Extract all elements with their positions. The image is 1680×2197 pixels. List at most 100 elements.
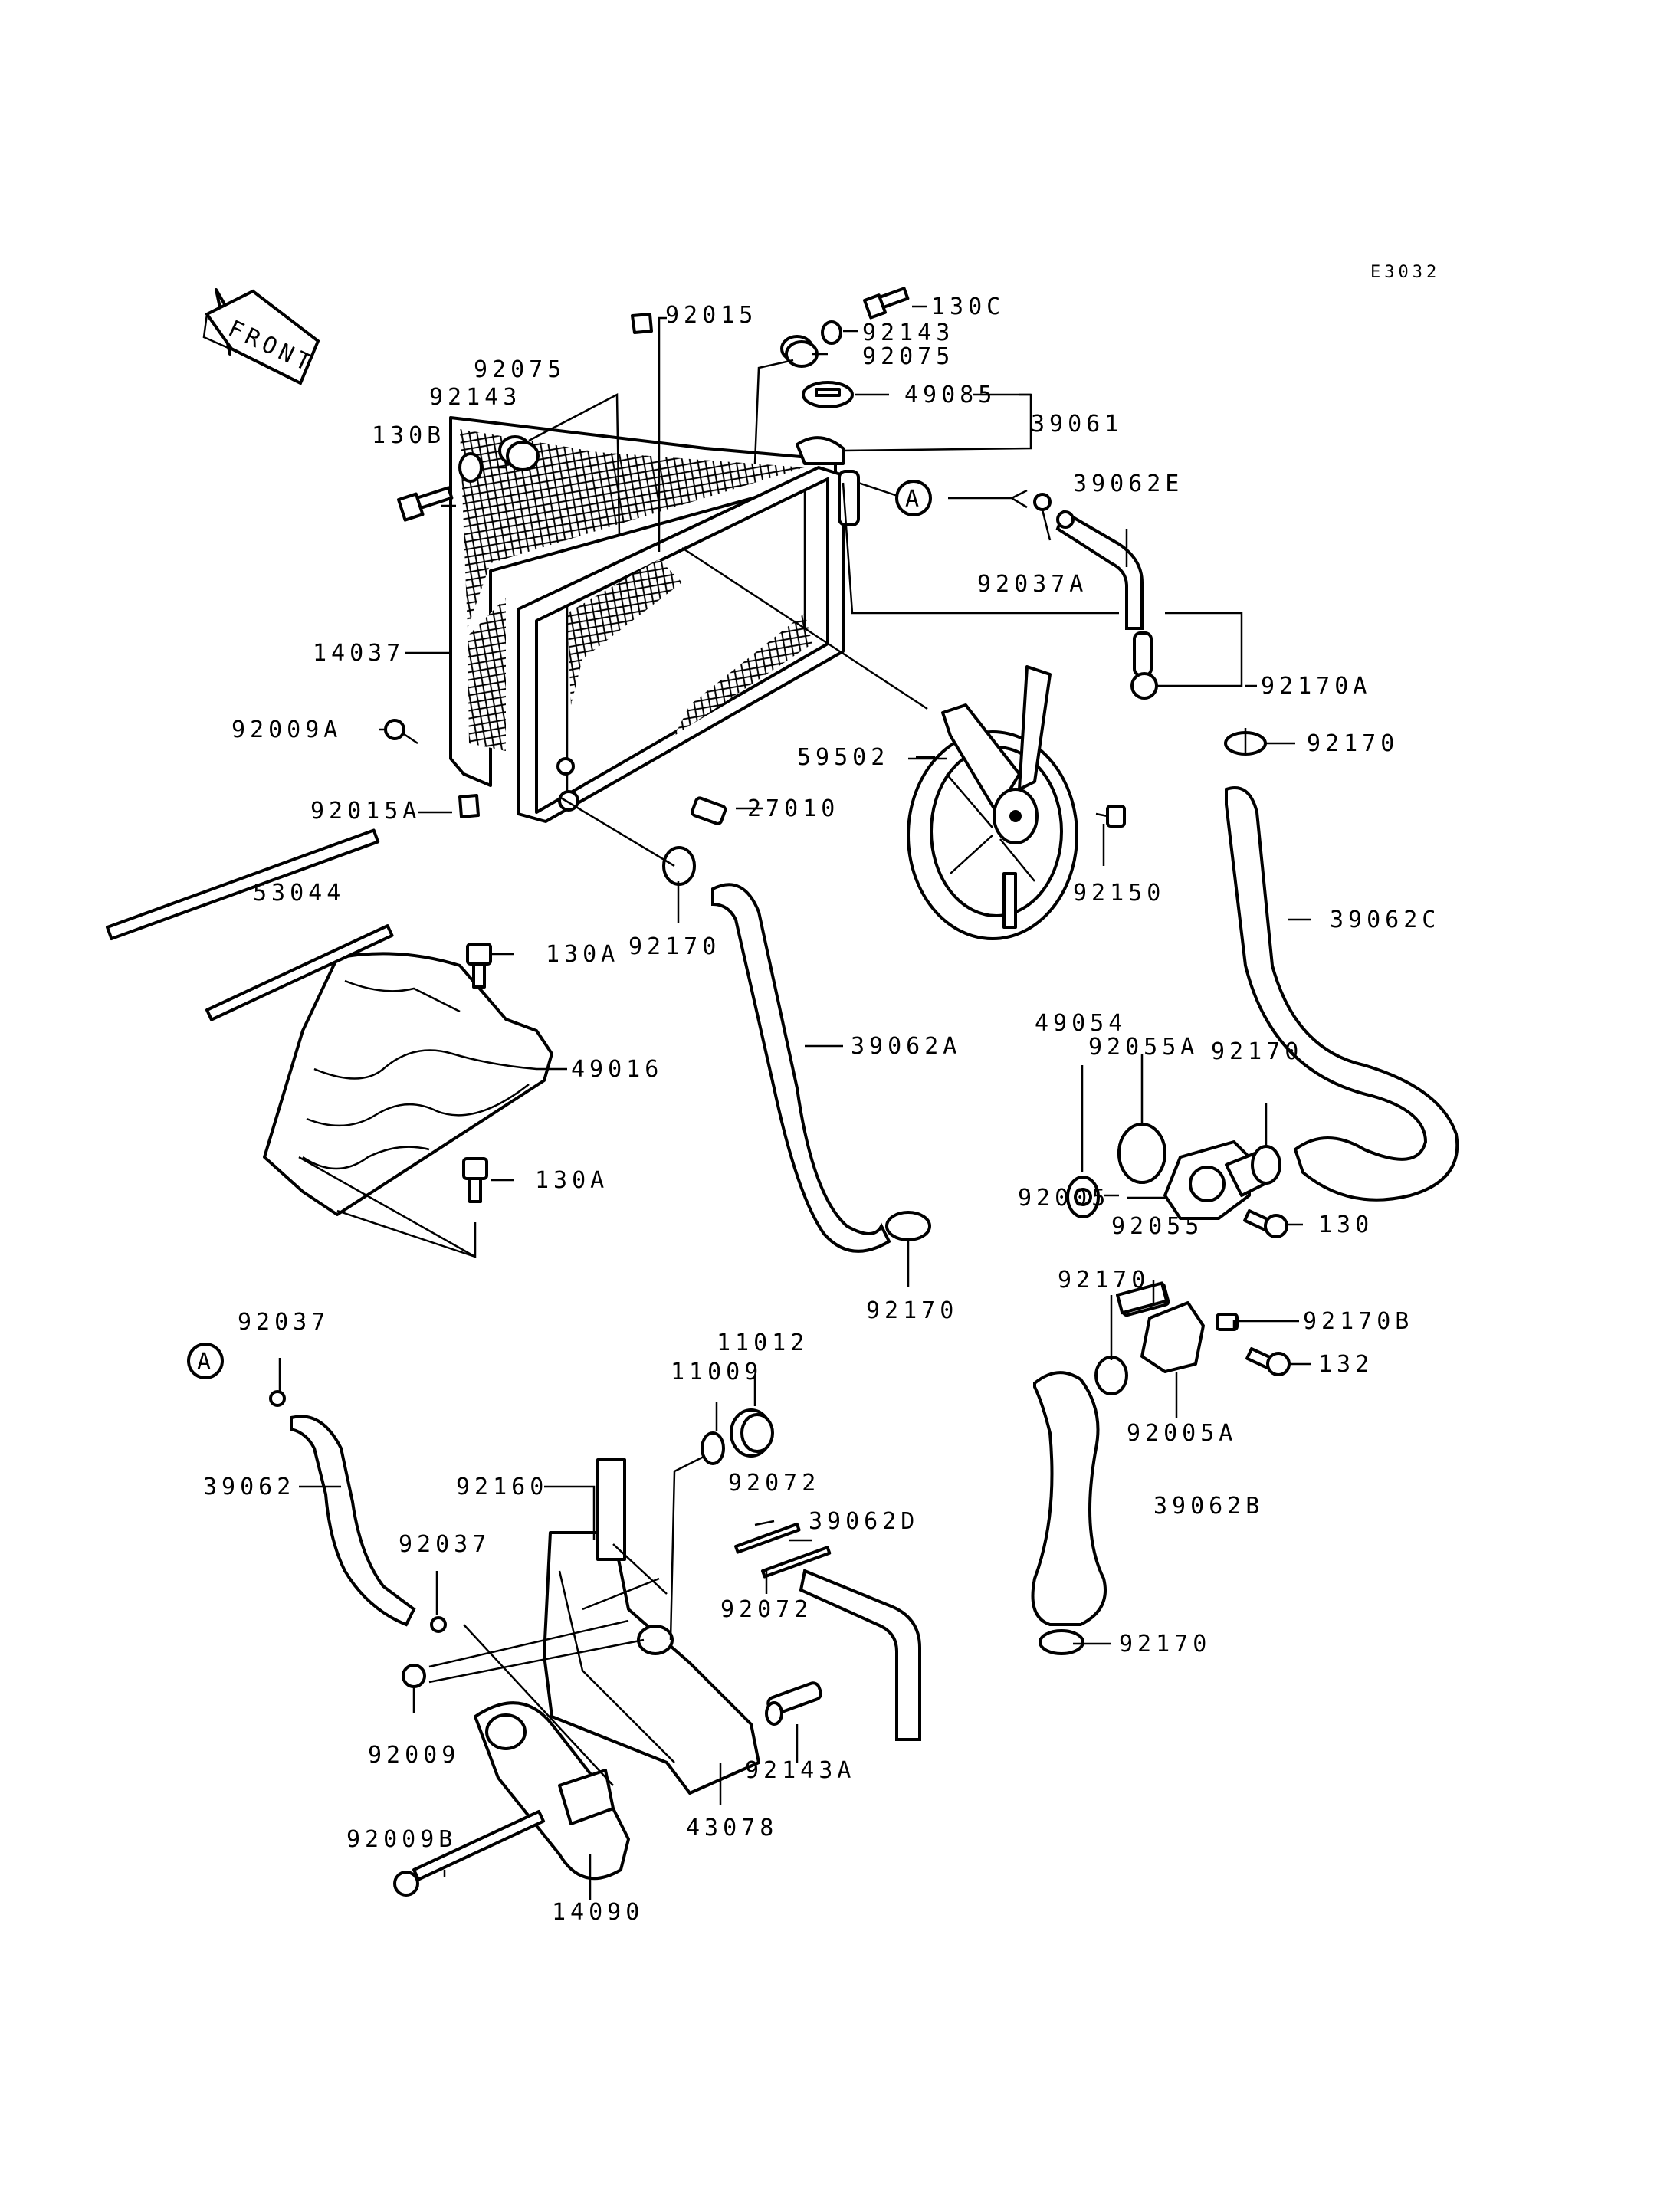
clamp-92170-fan: [662, 846, 696, 886]
bolt-92150: [1095, 805, 1126, 828]
bolt-130A-bottom: [462, 1157, 488, 1203]
front-arrow-icon: FRONT: [202, 288, 320, 385]
label-92143-top: 92143: [862, 320, 954, 346]
label-92005A: 92005A: [1127, 1420, 1237, 1447]
screw-92009A: [384, 719, 418, 745]
label-39061: 39061: [1031, 411, 1123, 438]
grommet-92075-top: [780, 335, 819, 368]
label-39062B: 39062B: [1153, 1493, 1264, 1520]
bolt-132: [1245, 1347, 1291, 1376]
label-53044: 53044: [253, 880, 345, 907]
radiator-cap-49085: [802, 381, 854, 408]
label-92015A: 92015A: [310, 798, 421, 825]
label-92143A: 92143A: [745, 1757, 855, 1784]
label-132: 132: [1318, 1351, 1373, 1378]
strip-53044: [205, 924, 394, 1021]
pin-92072-top: [734, 1522, 801, 1554]
label-43078: 43078: [686, 1815, 778, 1841]
clamp-92037-top: [269, 1390, 286, 1407]
label-11009: 11009: [671, 1359, 763, 1385]
label-92170B: 92170B: [1303, 1308, 1413, 1335]
grommet-92075-left: [498, 435, 540, 471]
label-14037: 14037: [313, 640, 405, 667]
label-27010: 27010: [747, 795, 839, 822]
label-92170-upper: 92170: [1307, 730, 1399, 757]
label-39062D: 39062D: [809, 1508, 919, 1535]
label-59502: 59502: [797, 744, 889, 771]
collar-92143A: [765, 1681, 823, 1726]
hose-39062B: [1031, 1371, 1107, 1626]
under-tray: [106, 828, 553, 1216]
clamp-92037-mid: [430, 1616, 447, 1633]
label-92009: 92009: [368, 1742, 460, 1769]
clamp-92170-right: [1094, 1356, 1128, 1395]
label-92015: 92015: [665, 302, 757, 329]
label-49054: 49054: [1035, 1010, 1127, 1037]
label-130A-top: 130A: [546, 941, 619, 968]
label-14090: 14090: [552, 1899, 644, 1926]
label-92072-top: 92072: [728, 1470, 820, 1497]
clamp-92170-bottom: [1039, 1629, 1084, 1655]
label-11012: 11012: [717, 1330, 809, 1356]
svg-text:A: A: [905, 486, 924, 513]
bolt-130B: [397, 486, 454, 522]
gasket-11009: [701, 1431, 725, 1465]
label-92170-fan: 92170: [628, 933, 720, 960]
thermostat-housing: [1066, 1123, 1274, 1373]
diagram-code: E3032: [1370, 263, 1440, 282]
reserve-tank: [474, 1458, 760, 1881]
bolt-92009B: [393, 1809, 546, 1897]
label-92037-mid: 92037: [399, 1531, 491, 1558]
label-49085: 49085: [904, 382, 996, 408]
label-92005: 92005: [1018, 1185, 1110, 1212]
part-labels: 130C 92015 92143 92075 92075 92143 130B …: [203, 293, 1440, 1926]
hose-39062C: [1225, 786, 1459, 1202]
collar-92143-left: [458, 452, 483, 483]
oring-92055A: [1117, 1123, 1166, 1184]
clamp-92170A: [1130, 672, 1158, 700]
label-92170-right: 92170: [1058, 1267, 1150, 1294]
label-39062: 39062: [203, 1474, 295, 1500]
bolt-130: [1243, 1209, 1288, 1238]
ref-marker-A-bottom: A: [187, 1343, 224, 1379]
label-92037A: 92037A: [977, 571, 1088, 598]
label-130: 130: [1318, 1212, 1373, 1238]
fan-switch-27010: [691, 796, 727, 825]
hose-39062E: [1055, 510, 1144, 630]
label-92170-hoseA: 92170: [866, 1297, 958, 1324]
hose-39062: [290, 1415, 416, 1627]
hose-end-39062E: [1056, 510, 1075, 529]
label-92075-left: 92075: [474, 356, 566, 383]
label-49016: 49016: [571, 1056, 663, 1083]
hose-39062A: [711, 883, 891, 1253]
label-92055A: 92055A: [1088, 1034, 1199, 1061]
cooling-fan: [907, 665, 1078, 940]
label-92160: 92160: [456, 1474, 548, 1500]
label-92170-mid: 92170: [1211, 1038, 1303, 1065]
ref-marker-A-top: A: [895, 480, 932, 516]
clip-92015: [631, 313, 653, 334]
radiator-shroud: [449, 416, 837, 787]
label-92150: 92150: [1073, 880, 1165, 907]
label-92170-bottom: 92170: [1119, 1631, 1211, 1658]
label-130C: 130C: [931, 293, 1005, 320]
screw-92009: [402, 1664, 426, 1688]
hose-39062D: [799, 1569, 921, 1741]
clamp-92170-hoseA: [885, 1211, 931, 1241]
label-92009B: 92009B: [346, 1826, 457, 1853]
label-130B: 130B: [372, 422, 445, 449]
label-92009A: 92009A: [231, 716, 342, 743]
clip-92015A: [458, 794, 480, 818]
clamp-92170-mid: [1251, 1145, 1281, 1185]
cap-11012: [730, 1408, 774, 1458]
label-130A-bottom: 130A: [535, 1167, 609, 1194]
label-39062A: 39062A: [851, 1033, 961, 1060]
pin-92072-bottom: [761, 1546, 832, 1579]
label-92170A: 92170A: [1261, 673, 1371, 700]
label-92143-left: 92143: [429, 384, 521, 411]
hose-39062E-stub: [1133, 631, 1153, 677]
bolt-130C: [863, 287, 910, 320]
label-39062E: 39062E: [1073, 471, 1183, 497]
label-39062C: 39062C: [1330, 907, 1440, 933]
